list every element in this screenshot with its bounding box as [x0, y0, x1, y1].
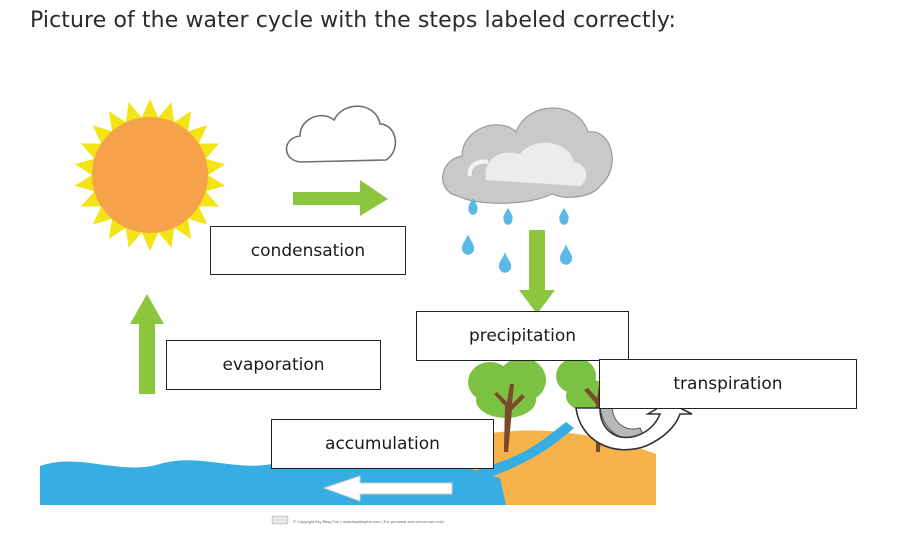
condensation-label: condensation	[210, 226, 406, 275]
rain-cloud-icon	[442, 107, 613, 204]
river-stream	[440, 422, 574, 492]
outline-cloud-icon	[285, 105, 397, 163]
raindrops-group	[461, 197, 573, 273]
right-arrow-icon	[293, 180, 388, 216]
transpiration-label: transpiration	[599, 359, 857, 409]
diagram-title: Picture of the water cycle with the step…	[30, 8, 676, 33]
tree-icon	[468, 358, 546, 452]
raindrop-icon	[559, 207, 569, 225]
evaporation-label: evaporation	[166, 340, 381, 390]
footer-credit: © Copyright Itsy Bitsy Fun | www.itsybit…	[293, 519, 444, 524]
left-arrow-icon	[322, 475, 453, 502]
raindrop-icon	[461, 234, 475, 255]
accumulation-label: accumulation	[271, 419, 494, 469]
raindrop-icon	[503, 207, 513, 225]
sun-icon	[74, 99, 226, 251]
precipitation-label: precipitation	[416, 311, 629, 361]
down-arrow-icon	[519, 230, 555, 314]
raindrop-icon	[498, 252, 512, 273]
raindrop-icon	[559, 244, 573, 265]
curved-arrow-icon	[575, 401, 693, 451]
sun-core	[92, 117, 208, 233]
footer-logo	[271, 515, 289, 525]
raindrop-icon	[468, 197, 478, 215]
up-arrow-icon	[130, 294, 164, 394]
